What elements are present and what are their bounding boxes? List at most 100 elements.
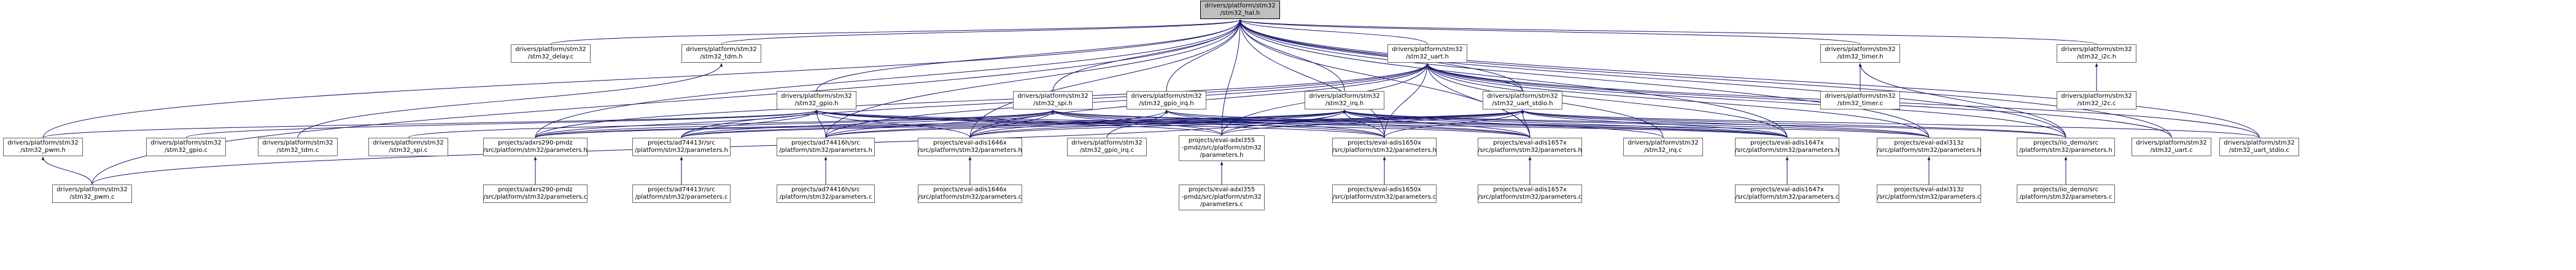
node-label-line: /stm32_hal.h xyxy=(1220,10,1260,17)
node-label-line: /stm32_pwm.h xyxy=(20,147,66,154)
node-label-line: /stm32_delay.c xyxy=(527,54,574,60)
stm32-uart-c-node[interactable]: drivers/platform/stm32/stm32_uart.c xyxy=(2132,138,2211,156)
adxrs290-parameters-c-node[interactable]: projects/adxrs290-pmdz/src/platform/stm3… xyxy=(483,185,588,203)
edge-spi_h-to-hal xyxy=(1052,19,1242,92)
eval-adis1657x-parameters-c-node[interactable]: projects/eval-adis1657x/src/platform/stm… xyxy=(1478,185,1582,203)
ad74413r-parameters-c-node[interactable]: projects/ad74413r/src/platform/stm32/par… xyxy=(632,185,731,203)
edge-adis1657_h-to-irq_h xyxy=(1343,109,1530,138)
stm32-tdm-h-node[interactable]: drivers/platform/stm32/stm32_tdm.h xyxy=(681,44,761,63)
stm32-uart-stdio-h-node[interactable]: drivers/platform/stm32/stm32_uart_stdio.… xyxy=(1483,91,1562,109)
stm32-pwm-c-node[interactable]: drivers/platform/stm32/stm32_pwm.c xyxy=(52,185,132,203)
edge-adxl313_h-to-hal xyxy=(1238,19,1930,138)
node-label-line: projects/eval-adxl355 xyxy=(1188,186,1255,193)
stm32-gpio-h-node[interactable]: drivers/platform/stm32/stm32_gpio.h xyxy=(777,91,856,109)
eval-adis1646x-parameters-c-node[interactable]: projects/eval-adis1646x/src/platform/stm… xyxy=(918,185,1022,203)
stm32-uart-h-node[interactable]: drivers/platform/stm32/stm32_uart.h xyxy=(1387,44,1467,63)
stm32-uart-stdio-c-node[interactable]: drivers/platform/stm32/stm32_uart_stdio.… xyxy=(2219,138,2299,156)
eval-adis1650x-parameters-c-node[interactable]: projects/eval-adis1650x/src/platform/stm… xyxy=(1332,185,1437,203)
stm32-irq-h-node[interactable]: drivers/platform/stm32/stm32_irq.h xyxy=(1305,91,1384,109)
node-label-line: drivers/platform/stm32 xyxy=(373,140,444,146)
stm32-irq-c-node[interactable]: drivers/platform/stm32/stm32_irq.c xyxy=(1623,138,1703,156)
edge-ad7413_h-to-spi_h xyxy=(681,109,1055,138)
node-label-line: /stm32_gpio.h xyxy=(794,100,839,107)
node-label-line: /parameters.h xyxy=(1200,152,1244,159)
edge-adis1646_h-to-gpio_h xyxy=(815,109,971,138)
edge-i2c_h-to-hal xyxy=(1238,19,2097,45)
node-label-line: drivers/platform/stm32 xyxy=(2224,140,2295,146)
node-label-line: /stm32_timer.c xyxy=(1837,100,1884,107)
eval-adis1657x-parameters-h-node[interactable]: projects/eval-adis1657x/src/platform/stm… xyxy=(1478,138,1582,156)
node-label-line: projects/eval-adis1657x xyxy=(1493,140,1567,146)
stm32-gpio-irq-h-node[interactable]: drivers/platform/stm32/stm32_gpio_irq.h xyxy=(1127,91,1206,109)
edge-tdm_c-to-tdm_h xyxy=(297,63,723,138)
node-label-line: /stm32_i2c.c xyxy=(2077,100,2116,107)
node-label-line: /stm32_irq.h xyxy=(1325,100,1364,107)
node-label-line: drivers/platform/stm32 xyxy=(1071,140,1143,146)
node-label-line: /stm32_uart.c xyxy=(2150,147,2193,154)
edge-gpio_c-to-gpio_h xyxy=(185,109,818,138)
edge-iio_demo_h-to-uart_h xyxy=(1426,63,2066,138)
eval-adis1647x-parameters-h-node[interactable]: projects/eval-adis1647x/src/platform/stm… xyxy=(1735,138,1839,156)
node-label-line: /parameters.c xyxy=(1200,201,1244,208)
node-label-line: drivers/platform/stm32 xyxy=(2061,93,2132,100)
adxrs290-parameters-h-node[interactable]: projects/adxrs290-pmdz/src/platform/stm3… xyxy=(483,138,588,156)
stm32-spi-h-node[interactable]: drivers/platform/stm32/stm32_spi.h xyxy=(1013,91,1093,109)
edge-ad7413_h-to-gpio_h xyxy=(681,109,818,138)
ad74416h-parameters-c-node[interactable]: projects/ad74416h/src/platform/stm32/par… xyxy=(777,185,875,203)
eval-adxl313z-parameters-h-node[interactable]: projects/eval-adxl313z/src/platform/stm3… xyxy=(1877,138,1981,156)
edge-adxrs290_h-to-gpio_h xyxy=(535,109,818,138)
stm32-timer-h-node[interactable]: drivers/platform/stm32/stm32_timer.h xyxy=(1820,44,1900,63)
iio-demo-parameters-c-node[interactable]: projects/iio_demo/src/platform/stm32/par… xyxy=(2017,185,2115,203)
edge-iio_demo_h-to-irq_h xyxy=(1343,109,2066,138)
stm32-delay-c-node[interactable]: drivers/platform/stm32/stm32_delay.c xyxy=(511,44,591,63)
stm32-gpio-c-node[interactable]: drivers/platform/stm32/stm32_gpio.c xyxy=(146,138,226,156)
edge-iio_demo_h-to-timer_h xyxy=(1858,63,2066,138)
node-label-line: /src/platform/stm32/parameters.h xyxy=(918,147,1022,154)
node-label-line: /src/platform/stm32/parameters.h xyxy=(483,147,588,154)
ad74413r-parameters-h-node[interactable]: projects/ad74413r/src/platform/stm32/par… xyxy=(632,138,731,156)
stm32-spi-c-node[interactable]: drivers/platform/stm32/stm32_spi.c xyxy=(368,138,448,156)
stm32-gpio-irq-c-node[interactable]: drivers/platform/stm32/stm32_gpio_irq.c xyxy=(1067,138,1147,156)
eval-adis1647x-parameters-c-node[interactable]: projects/eval-adis1647x/src/platform/stm… xyxy=(1735,185,1839,203)
edge-ad7413_h-to-uart_stdio_h xyxy=(681,109,1524,138)
stm32-timer-c-node[interactable]: drivers/platform/stm32/stm32_timer.c xyxy=(1820,91,1900,109)
node-label-line: projects/ad74416h/src xyxy=(791,140,860,146)
eval-adis1650x-parameters-h-node[interactable]: projects/eval-adis1650x/src/platform/stm… xyxy=(1332,138,1437,156)
node-label-line: projects/eval-adxl313z xyxy=(1894,186,1964,193)
node-label-line: drivers/platform/stm32 xyxy=(1017,93,1088,100)
edge-uart_stdio_c-to-uart_stdio_h xyxy=(1521,109,2260,138)
eval-adis1646x-parameters-h-node[interactable]: projects/eval-adis1646x/src/platform/stm… xyxy=(918,138,1022,156)
node-label-line: drivers/platform/stm32 xyxy=(2136,140,2207,146)
eval-adxl355-pmdz-parameters-c-node[interactable]: projects/eval-adxl355-pmdz/src/platform/… xyxy=(1179,185,1265,210)
node-label-line: projects/eval-adis1647x xyxy=(1750,140,1824,146)
node-label-line: /platform/stm32/parameters.c xyxy=(635,194,728,201)
edge-iio_demo_h-to-uart_stdio_h xyxy=(1521,109,2066,138)
edge-uart_c-to-uart_h xyxy=(1426,63,2172,138)
eval-adxl355-pmdz-parameters-h-node[interactable]: projects/eval-adxl355-pmdz/src/platform/… xyxy=(1179,135,1265,161)
node-label-line: -pmdz/src/platform/stm32 xyxy=(1181,145,1262,151)
edge-adxrs290_h-to-uart_stdio_h xyxy=(535,109,1524,138)
edge-adis1646_h-to-gpio_irq_h xyxy=(969,109,1168,138)
edge-adis1647_h-to-hal xyxy=(1238,19,1788,138)
eval-adxl313z-parameters-c-node[interactable]: projects/eval-adxl313z/src/platform/stm3… xyxy=(1877,185,1981,203)
node-label-line: drivers/platform/stm32 xyxy=(2061,46,2132,53)
ad74416h-parameters-h-node[interactable]: projects/ad74416h/src/platform/stm32/par… xyxy=(777,138,875,156)
stm32-pwm-h-node[interactable]: drivers/platform/stm32/stm32_pwm.h xyxy=(3,138,83,156)
edge-adis1647_h-to-uart_h xyxy=(1426,63,1788,138)
node-label-line: drivers/platform/stm32 xyxy=(1487,93,1558,100)
stm32-i2c-c-node[interactable]: drivers/platform/stm32/stm32_i2c.c xyxy=(2057,91,2136,109)
node-label-line: /src/platform/stm32/parameters.c xyxy=(918,194,1022,201)
node-label-line: projects/ad74416h/src xyxy=(791,186,860,193)
stm32-i2c-h-node[interactable]: drivers/platform/stm32/stm32_i2c.h xyxy=(2057,44,2136,63)
stm32-hal-h-node: drivers/platform/stm32/stm32_hal.h xyxy=(1200,1,1280,19)
node-label-line: projects/adxrs290-pmdz xyxy=(498,186,573,193)
stm32-tdm-c-node[interactable]: drivers/platform/stm32/stm32_tdm.c xyxy=(258,138,338,156)
edge-adxrs290_h-to-hal xyxy=(535,19,1242,138)
iio-demo-parameters-h-node[interactable]: projects/iio_demo/src/platform/stm32/par… xyxy=(2017,138,2115,156)
node-label-line: /stm32_tdm.h xyxy=(700,54,743,60)
edge-adis1657_h-to-uart_h xyxy=(1426,63,1530,138)
node-label-line: /stm32_tdm.c xyxy=(276,147,319,154)
node-label-line: drivers/platform/stm32 xyxy=(56,186,128,193)
node-label-line: /stm32_timer.h xyxy=(1837,54,1884,60)
